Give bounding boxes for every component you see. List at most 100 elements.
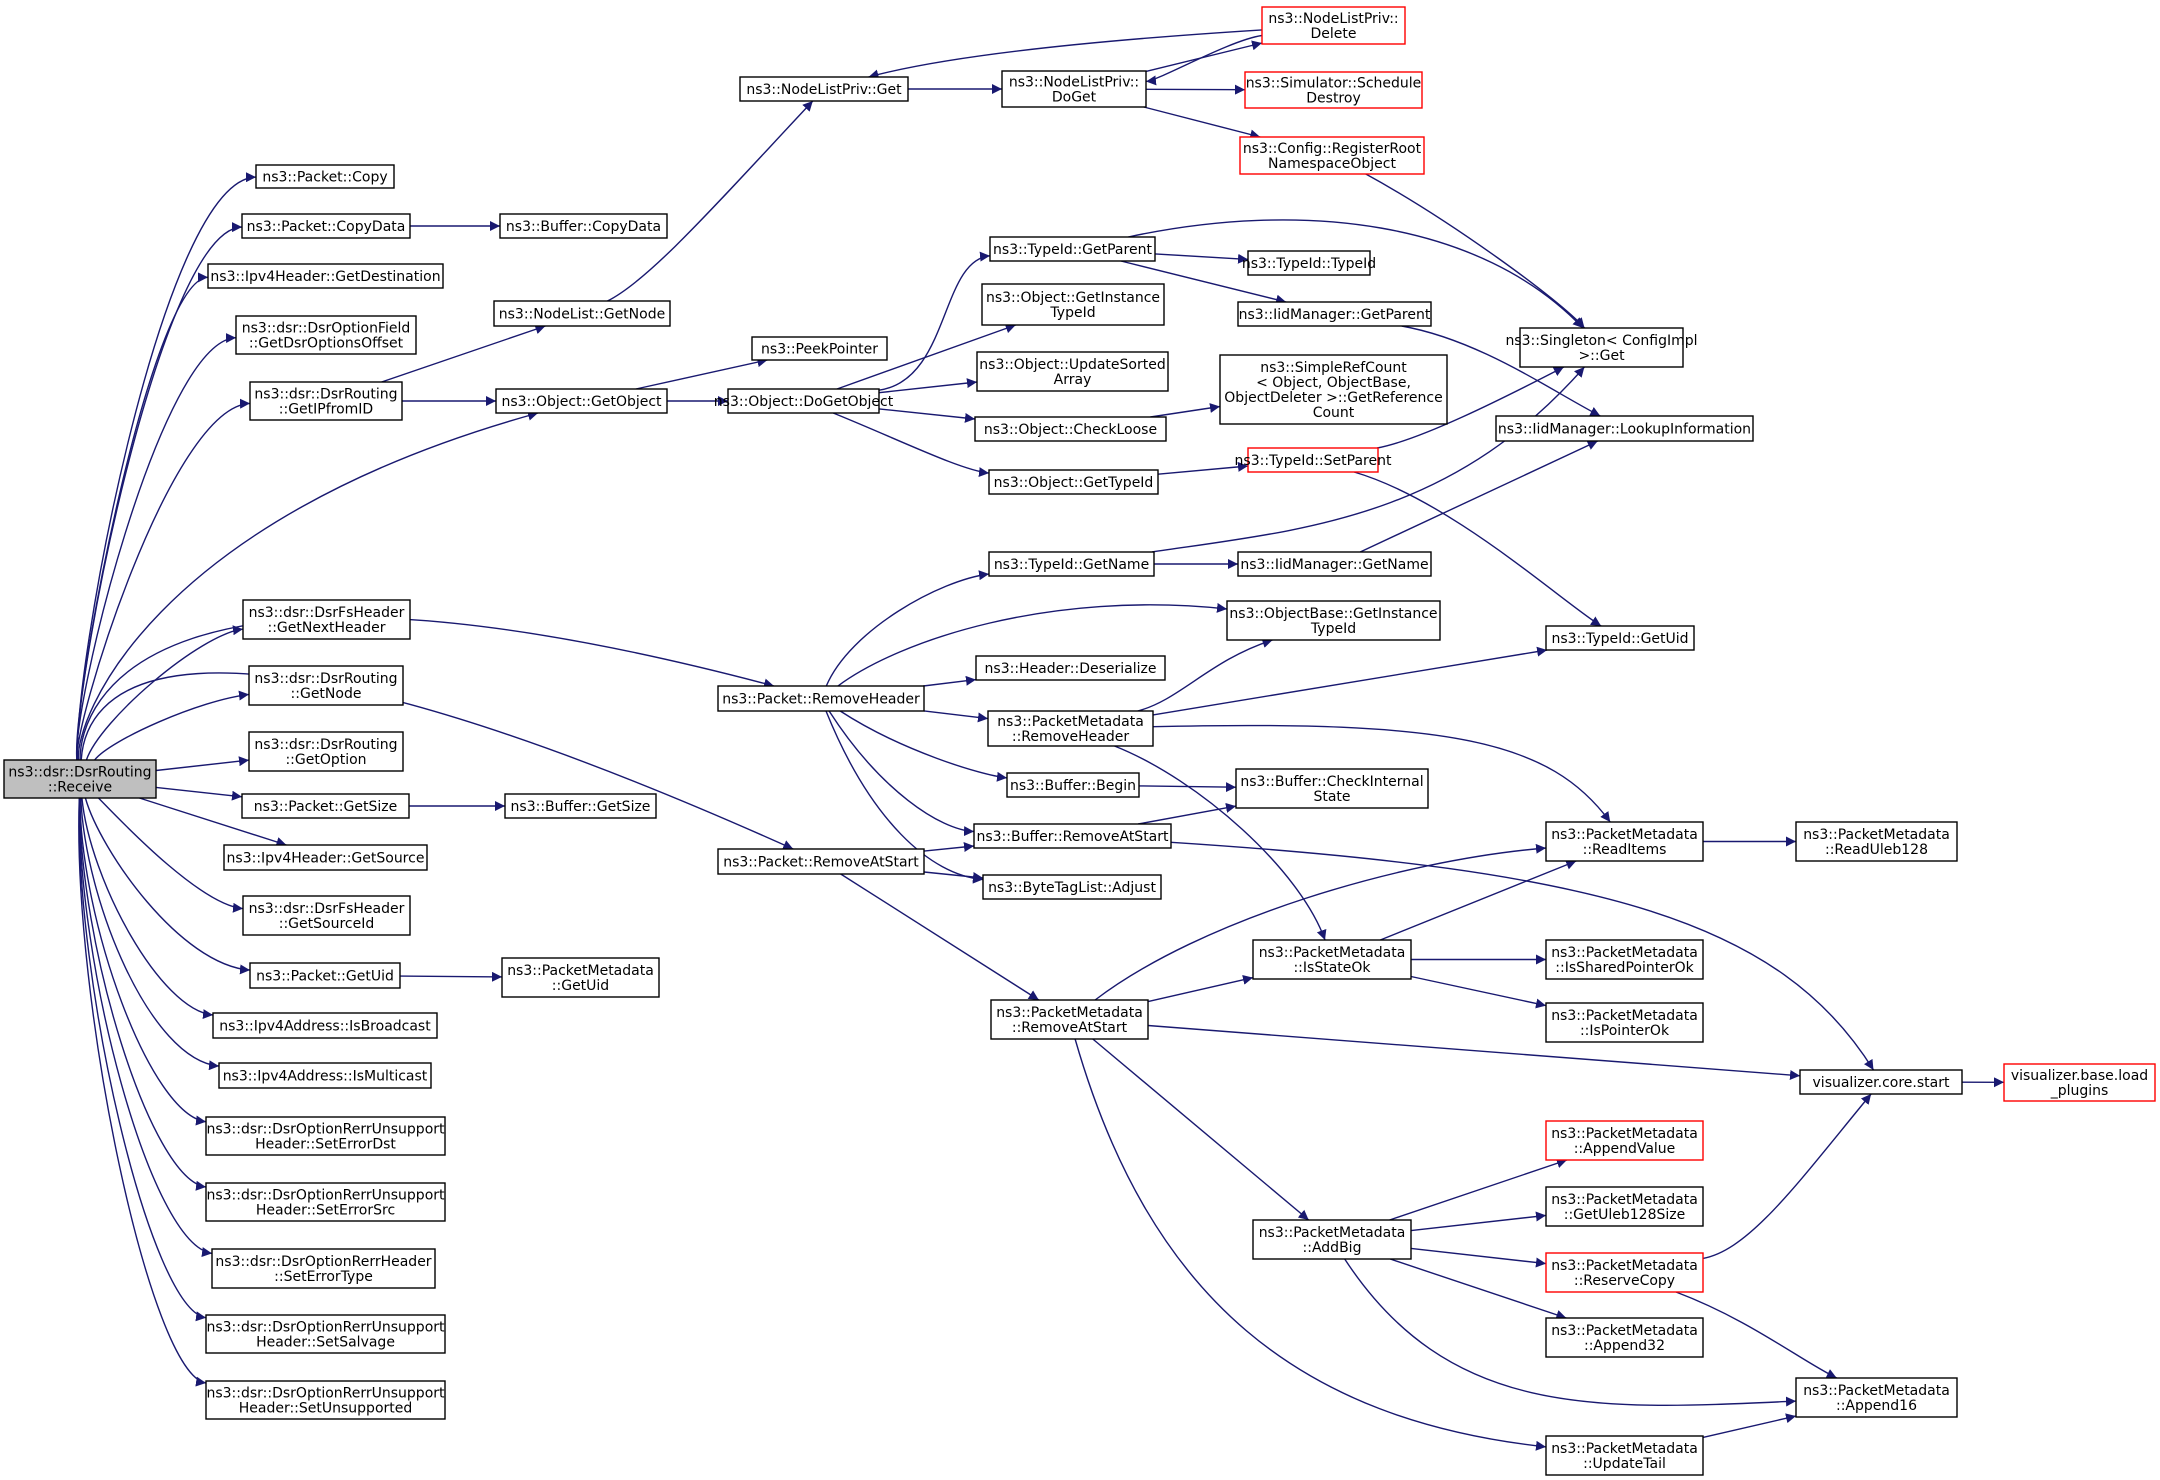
node-box-pmgetuid[interactable] [501, 957, 660, 998]
node-box-getinstancetypeid[interactable] [981, 283, 1165, 326]
node-box-typeidgetparent[interactable] [989, 236, 1156, 262]
node-readitems[interactable]: ns3::PacketMetadata::ReadItems [1545, 821, 1704, 862]
node-copy[interactable]: ns3::Packet::Copy [255, 164, 395, 189]
node-append16[interactable]: ns3::PacketMetadata::Append16 [1795, 1377, 1958, 1418]
node-box-lookupinfo[interactable] [1495, 415, 1754, 442]
node-iidgetparent[interactable]: ns3::IidManager::GetParent [1237, 301, 1432, 327]
node-box-nlpdelete[interactable] [1261, 6, 1406, 45]
node-bufcopydata[interactable]: ns3::Buffer::CopyData [499, 213, 668, 239]
node-nodelistgetnode[interactable]: ns3::NodeList::GetNode [493, 300, 671, 327]
node-box-copy[interactable] [255, 164, 395, 189]
node-box-getsize[interactable] [241, 793, 410, 819]
node-isbroadcast[interactable]: ns3::Ipv4Address::IsBroadcast [212, 1012, 438, 1039]
node-vizload[interactable]: visualizer.base.load_plugins [2003, 1063, 2156, 1102]
node-box-ispointerok[interactable] [1545, 1002, 1704, 1043]
node-issharedptr[interactable]: ns3::PacketMetadata::IsSharedPointerOk [1545, 939, 1704, 980]
node-getnode[interactable]: ns3::dsr::DsrRouting::GetNode [248, 665, 404, 706]
node-box-bufgetsize[interactable] [504, 793, 657, 819]
node-box-seterrordst[interactable] [205, 1116, 446, 1156]
node-bufgetsize[interactable]: ns3::Buffer::GetSize [504, 793, 657, 819]
node-box-pmremoveatstart[interactable] [990, 999, 1149, 1040]
node-copydata[interactable]: ns3::Packet::CopyData [241, 213, 411, 239]
node-addbig[interactable]: ns3::PacketMetadata::AddBig [1252, 1219, 1412, 1260]
node-box-pmremoveheader[interactable] [987, 710, 1154, 747]
node-setparent[interactable]: ns3::TypeId::SetParent [1235, 447, 1392, 473]
node-box-getuid[interactable] [249, 962, 401, 989]
node-lookupinfo[interactable]: ns3::IidManager::LookupInformation [1495, 415, 1754, 442]
node-objgettypeid[interactable]: ns3::Object::GetTypeId [988, 469, 1159, 495]
node-box-appendvalue[interactable] [1545, 1120, 1704, 1161]
node-getoption[interactable]: ns3::dsr::DsrRouting::GetOption [248, 731, 404, 772]
node-box-readitems[interactable] [1545, 821, 1704, 862]
node-box-checkloose[interactable] [974, 416, 1167, 442]
node-box-schedule[interactable] [1244, 71, 1423, 109]
node-box-getipfromid[interactable] [249, 381, 403, 421]
node-box-vizstart[interactable] [1799, 1069, 1963, 1095]
node-box-nodelistgetnode[interactable] [493, 300, 671, 327]
node-nlpdelete[interactable]: ns3::NodeListPriv::Delete [1261, 6, 1406, 45]
node-deserialize[interactable]: ns3::Header::Deserialize [975, 655, 1166, 681]
node-typeidgetparent[interactable]: ns3::TypeId::GetParent [989, 236, 1156, 262]
node-box-readuleb[interactable] [1795, 821, 1958, 862]
node-dogetobject[interactable]: ns3::Object::DoGetObject [714, 388, 894, 414]
node-box-reservecopy[interactable] [1545, 1252, 1704, 1293]
node-setunsupported[interactable]: ns3::dsr::DsrOptionRerrUnsupportHeader::… [205, 1380, 446, 1420]
node-box-iidgetparent[interactable] [1237, 301, 1432, 327]
node-seterrordst[interactable]: ns3::dsr::DsrOptionRerrUnsupportHeader::… [205, 1116, 446, 1156]
node-reservecopy[interactable]: ns3::PacketMetadata::ReserveCopy [1545, 1252, 1704, 1293]
node-singleton[interactable]: ns3::Singleton< ConfigImpl >::Get [1505, 327, 1698, 368]
node-updatetail[interactable]: ns3::PacketMetadata::UpdateTail [1545, 1435, 1704, 1476]
node-simplerefcount[interactable]: ns3::SimpleRefCount< Object, ObjectBase,… [1219, 354, 1448, 425]
node-getobject[interactable]: ns3::Object::GetObject [495, 388, 668, 414]
node-isstateok[interactable]: ns3::PacketMetadata::IsStateOk [1252, 939, 1412, 980]
node-box-isbroadcast[interactable] [212, 1012, 438, 1039]
node-ismulticast[interactable]: ns3::Ipv4Address::IsMulticast [218, 1062, 432, 1089]
node-box-deserialize[interactable] [975, 655, 1166, 681]
node-vizstart[interactable]: visualizer.core.start [1799, 1069, 1963, 1095]
node-getdsropt[interactable]: ns3::dsr::DsrOptionField::GetDsrOptionsO… [235, 315, 417, 355]
node-box-updatetail[interactable] [1545, 1435, 1704, 1476]
node-pmremoveheader[interactable]: ns3::PacketMetadata::RemoveHeader [987, 710, 1154, 747]
node-box-bufremoveatstart[interactable] [973, 823, 1172, 849]
node-box-getuidtid[interactable] [1545, 625, 1695, 651]
node-box-getdsropt[interactable] [235, 315, 417, 355]
node-checkloose[interactable]: ns3::Object::CheckLoose [974, 416, 1167, 442]
node-peekpointer[interactable]: ns3::PeekPointer [751, 336, 888, 361]
node-box-bufbegin[interactable] [1006, 772, 1140, 798]
node-box-typeidgetname[interactable] [988, 551, 1155, 577]
node-box-removeatstart[interactable] [717, 848, 925, 875]
node-getuidtid[interactable]: ns3::TypeId::GetUid [1545, 625, 1695, 651]
node-box-getsourceid[interactable] [242, 895, 411, 936]
node-readuleb[interactable]: ns3::PacketMetadata::ReadUleb128 [1795, 821, 1958, 862]
node-box-getsource[interactable] [223, 844, 428, 871]
node-box-checkinternal[interactable] [1235, 768, 1429, 809]
node-box-iidgetname[interactable] [1237, 551, 1432, 577]
node-ispointerok[interactable]: ns3::PacketMetadata::IsPointerOk [1545, 1002, 1704, 1043]
node-box-issharedptr[interactable] [1545, 939, 1704, 980]
node-box-simplerefcount[interactable] [1219, 354, 1448, 425]
node-nextheader[interactable]: ns3::dsr::DsrFsHeader::GetNextHeader [242, 599, 411, 640]
node-box-setparent[interactable] [1247, 447, 1379, 473]
node-box-setunsupported[interactable] [205, 1380, 446, 1420]
node-removeheader[interactable]: ns3::Packet::RemoveHeader [717, 685, 925, 712]
node-box-getnode[interactable] [248, 665, 404, 706]
node-getsize[interactable]: ns3::Packet::GetSize [241, 793, 410, 819]
node-box-nlpget[interactable] [739, 76, 909, 102]
node-box-getdest[interactable] [207, 263, 444, 289]
node-box-bytetagadjust[interactable] [982, 874, 1162, 900]
node-getsource[interactable]: ns3::Ipv4Header::GetSource [223, 844, 428, 871]
node-box-getuleb[interactable] [1545, 1186, 1704, 1227]
node-box-append32[interactable] [1545, 1317, 1704, 1358]
node-getuid[interactable]: ns3::Packet::GetUid [249, 962, 401, 989]
node-box-registerroot[interactable] [1239, 136, 1425, 175]
node-box-objbasegetinst[interactable] [1226, 600, 1441, 641]
node-box-isstateok[interactable] [1252, 939, 1412, 980]
node-box-objgettypeid[interactable] [988, 469, 1159, 495]
node-typeidtypeid[interactable]: ns3::TypeId::TypeId [1242, 250, 1376, 276]
node-bufremoveatstart[interactable]: ns3::Buffer::RemoveAtStart [973, 823, 1172, 849]
